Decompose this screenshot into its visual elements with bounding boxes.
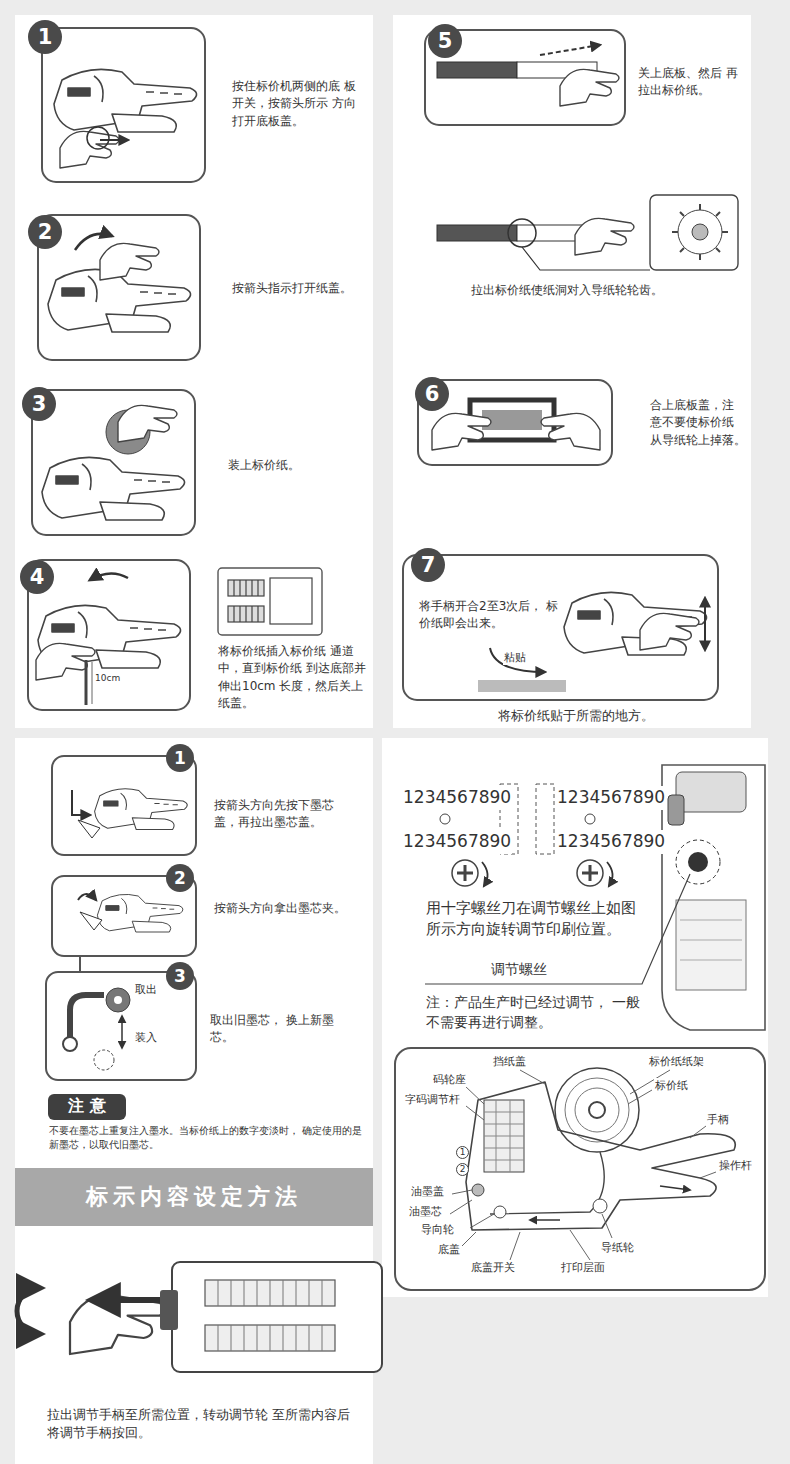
step-number: 3 — [22, 387, 56, 421]
text-label: 1234567890 — [556, 786, 666, 810]
text-label: 将标价纸贴于所需的地方。 — [497, 707, 729, 725]
text-label: 油墨芯 — [408, 1204, 443, 1219]
text-label: 标价纸纸架 — [648, 1054, 705, 1069]
step-number: 5 — [428, 24, 462, 58]
label-band: 注 意 — [48, 1094, 126, 1120]
text-label: 调节螺丝 — [490, 960, 548, 980]
text-label: 粘贴 — [503, 650, 527, 665]
step-text: 合上底板盖，注 意不要使标价纸 从导纸轮上掉落。 — [650, 397, 746, 449]
text-label: 拉出标价纸使纸洞对入导纸轮轮齿。 — [470, 282, 737, 299]
text-label: 导纸轮 — [600, 1240, 635, 1255]
step-box: 5 关上底板、然后 再拉出标价纸。 — [420, 22, 745, 132]
label-band: 标示内容设定方法 — [15, 1168, 373, 1226]
text-label: 不要在墨芯上重复注入墨水。当标价纸上的数字变淡时， 确定使用的是新墨芯，以取代旧… — [48, 1124, 368, 1152]
text-label: 码轮座 — [432, 1072, 467, 1087]
step-box: 3 装上标价纸。 — [22, 385, 373, 540]
step-number: 3 — [166, 962, 194, 990]
text-label: 手柄 — [706, 1112, 730, 1127]
text-label: 底盖开关 — [470, 1260, 516, 1275]
text-label: 1234567890 — [402, 830, 512, 854]
text-label: 用十字螺丝刀在调节螺丝上如图 所示方向旋转调节印刷位置。 — [425, 898, 641, 940]
band-text: 标示内容设定方法 — [86, 1182, 302, 1212]
step-text: 将手柄开合2至3次后， 标价纸即会出来。 — [419, 598, 564, 633]
step-number: 7 — [411, 548, 445, 582]
step-box: 1 按住标价机两侧的底 板开关，按箭头所示 方向打开底板盖。 — [28, 20, 373, 190]
step-text: 按箭头指示打开纸盖。 — [232, 280, 362, 297]
text-label: 打印层面 — [560, 1260, 606, 1275]
text-label: 油墨盖 — [410, 1184, 445, 1199]
step-number: 1 — [28, 20, 62, 54]
step-number: 2 — [166, 864, 194, 892]
text-label: 挡纸盖 — [492, 1054, 527, 1069]
callout-number: 2 — [456, 1163, 469, 1176]
step-text: 取出旧墨芯， 换上新墨芯。 — [210, 1012, 355, 1047]
step-box: 6 合上底板盖，注 意不要使标价纸 从导纸轮上掉落。 — [415, 375, 748, 470]
band-text: 注 意 — [68, 1096, 106, 1117]
text-label: 1234567890 — [402, 786, 512, 810]
step-text: 关上底板、然后 再拉出标价纸。 — [638, 65, 738, 100]
step-number: 1 — [166, 744, 194, 772]
text-label: 注：产品生产时已经过调节， 一般不需要再进行调整。 — [425, 993, 643, 1032]
text-label: 底盖 — [437, 1242, 461, 1257]
text-label: 1234567890 — [556, 830, 666, 854]
step-box: 1 按箭头方向先按下墨芯 盖，再拉出墨芯盖。 — [48, 742, 368, 860]
step-box: 3 取出旧墨芯， 换上新墨芯。 — [42, 962, 368, 1084]
step-text: 装上标价纸。 — [228, 457, 358, 474]
step-box: 2 按箭头指示打开纸盖。 — [28, 210, 373, 365]
step-box: 2 按箭头方向拿出墨芯夹。 — [48, 864, 368, 959]
text-label: 操作杆 — [718, 1158, 753, 1173]
text-label: 装入 — [134, 1030, 158, 1045]
text-label: 取出 — [134, 982, 158, 997]
step-text: 按箭头方向先按下墨芯 盖，再拉出墨芯盖。 — [214, 797, 359, 832]
text-label: 导向轮 — [420, 1222, 455, 1237]
step-number: 2 — [28, 215, 62, 249]
step-number: 6 — [415, 377, 449, 411]
step-text: 将标价纸插入标价纸 通道中，直到标价纸 到达底部并伸出10cm 长度，然后关上纸… — [218, 643, 368, 713]
step-text: 按住标价机两侧的底 板开关，按箭头所示 方向打开底板盖。 — [232, 78, 360, 130]
step-box: 4 将标价纸插入标价纸 通道中，直到标价纸 到达底部并伸出10cm 长度，然后关上… — [20, 555, 373, 717]
text-label: 拉出调节手柄至所需位置，转动调节轮 至所需内容后将调节手柄按回。 — [46, 1406, 358, 1442]
text-label: 字码调节杆 — [404, 1092, 461, 1107]
text-label: 标价纸 — [654, 1078, 689, 1093]
callout-number: 1 — [456, 1146, 469, 1159]
step-box: 7 将手柄开合2至3次后， 标价纸即会出来。 — [403, 548, 721, 703]
text-label: 10cm — [94, 672, 121, 685]
step-number: 4 — [20, 560, 54, 594]
step-text: 按箭头方向拿出墨芯夹。 — [214, 900, 359, 917]
